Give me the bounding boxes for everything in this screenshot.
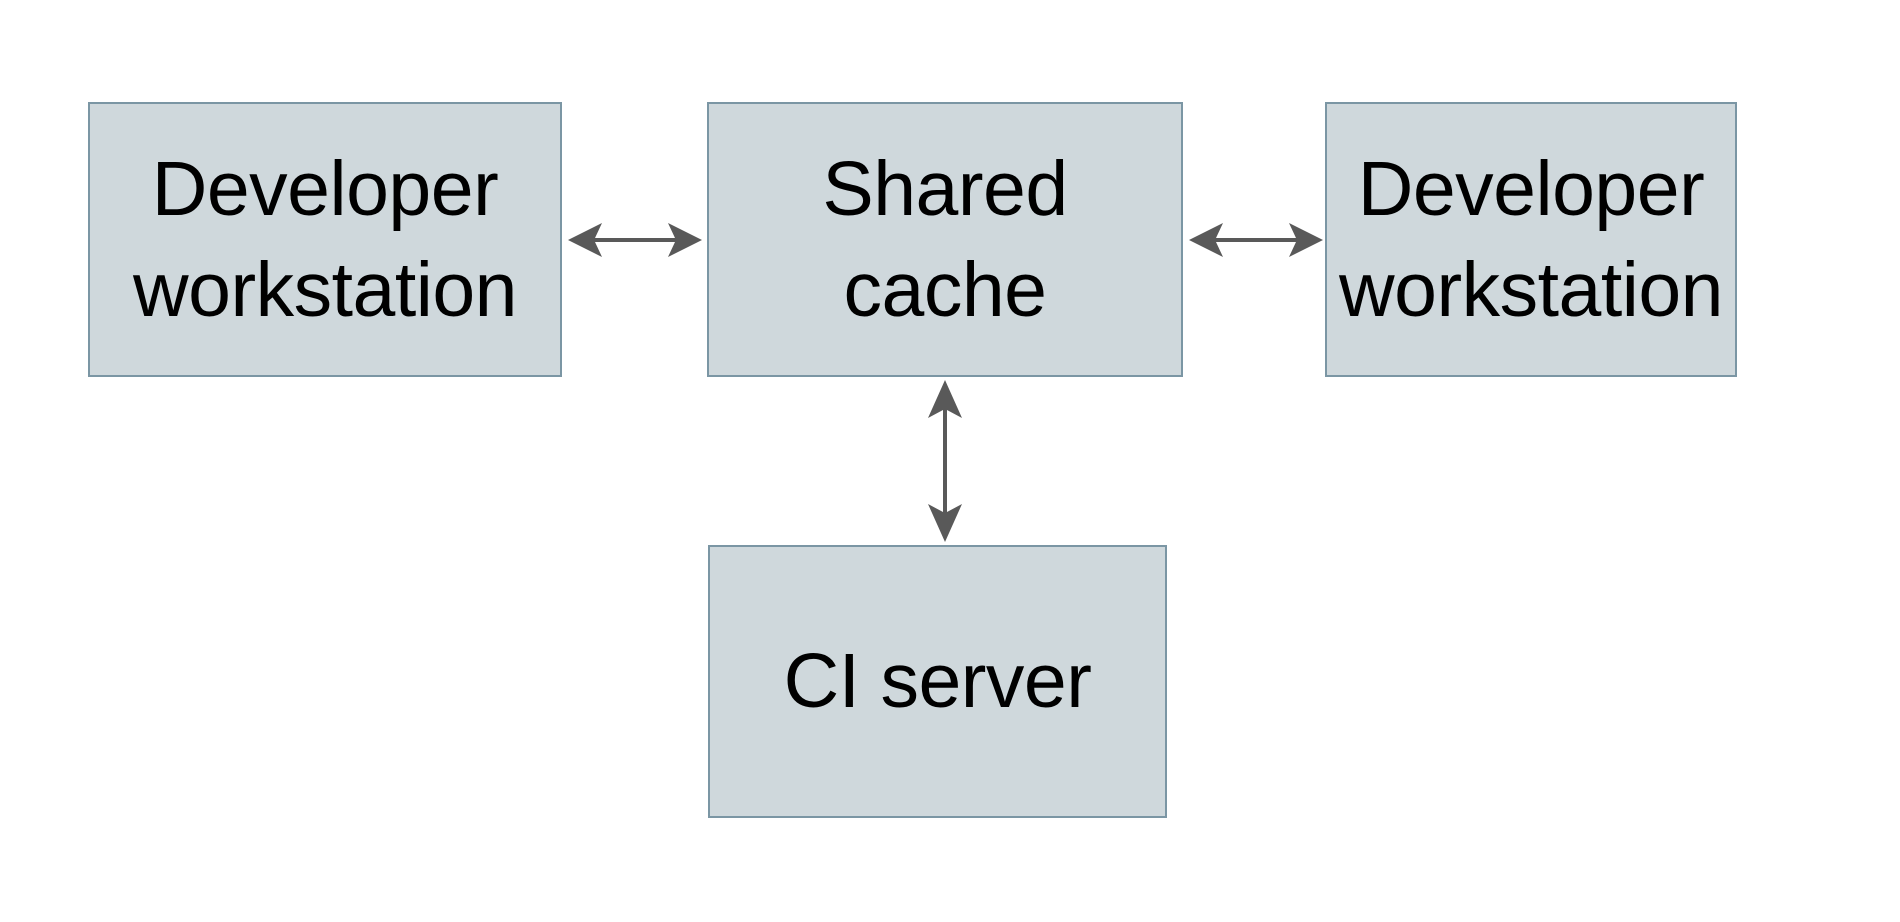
edge-cache-to-ci-server xyxy=(917,376,973,546)
node-shared-cache[interactable]: Shared cache xyxy=(707,102,1183,377)
double-arrow-icon xyxy=(568,223,702,257)
double-arrow-icon xyxy=(1189,223,1323,257)
node-label: Developer workstation xyxy=(133,146,517,333)
double-arrow-icon xyxy=(928,380,962,542)
edge-cache-to-right-workstation xyxy=(1183,212,1329,268)
node-label: Developer workstation xyxy=(1339,146,1723,333)
node-developer-workstation-right[interactable]: Developer workstation xyxy=(1325,102,1737,377)
node-developer-workstation-left[interactable]: Developer workstation xyxy=(88,102,562,377)
node-ci-server[interactable]: CI server xyxy=(708,545,1167,818)
node-label: Shared cache xyxy=(822,146,1068,333)
node-label: CI server xyxy=(783,638,1092,725)
edge-left-workstation-to-cache xyxy=(562,212,708,268)
